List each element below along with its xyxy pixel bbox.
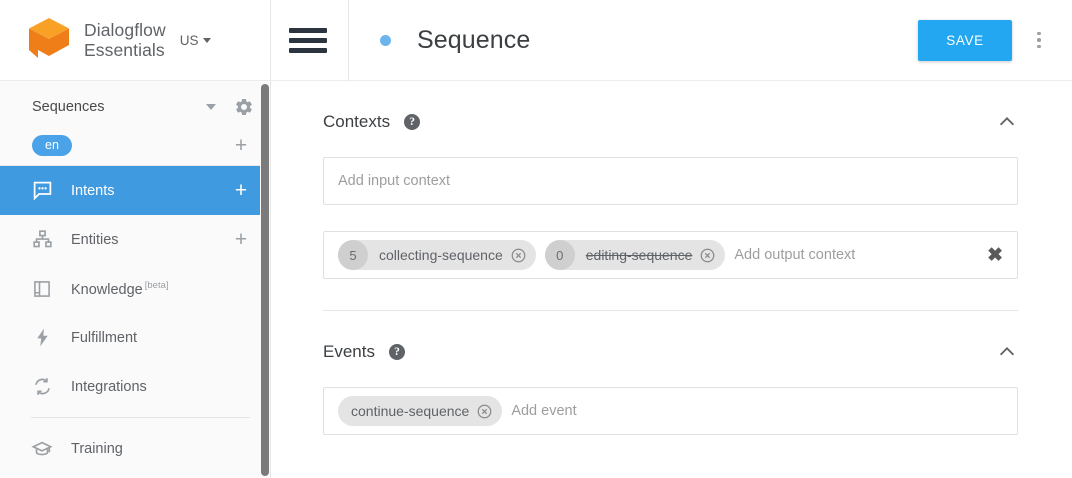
agent-selector[interactable]: Sequences [0,88,270,126]
chip-remove-icon[interactable] [700,248,715,263]
events-field[interactable]: continue-sequence Add event [323,387,1018,435]
training-cap-icon [31,438,53,460]
chip-lifespan-badge: 0 [544,240,575,270]
output-context-field[interactable]: 5 collecting-sequence 0 editing-sequence [323,231,1018,279]
section-title: Contexts [323,112,391,131]
chip-label: editing-sequence [585,247,693,263]
chip-label: collecting-sequence [379,247,503,263]
brand-line-2: Essentials [84,40,165,60]
knowledge-text: Knowledge [71,281,143,298]
sidebar-item-knowledge[interactable]: Knowledge[beta] [0,264,270,313]
save-button[interactable]: SAVE [918,19,1012,61]
sidebar-item-label: Entities [71,231,119,248]
hamburger-menu-icon[interactable] [289,27,329,53]
brand-name: Dialogflow Essentials [84,20,166,60]
knowledge-book-icon [31,278,53,300]
main-panel: Sequence SAVE Contexts ? Add input conte… [271,0,1072,478]
topbar: Sequence SAVE [271,0,1072,81]
sidebar-item-integrations[interactable]: Integrations [0,362,270,411]
content-area: Contexts ? Add input context 5 collectin… [271,81,1072,435]
chip-label: continue-sequence [351,403,470,419]
region-selector[interactable]: US [180,33,211,48]
region-label: US [179,32,199,48]
caret-down-icon[interactable] [206,104,216,110]
sidebar-item-training[interactable]: Training [0,424,270,473]
sidebar-divider [31,417,250,418]
events-header: Events ? [323,337,1018,367]
chip-remove-icon[interactable] [511,248,526,263]
sidebar-item-entities[interactable]: Entities + [0,215,270,264]
gear-icon[interactable] [234,97,254,117]
sidebar-item-label: Fulfillment [71,329,138,346]
sidebar-scrollbar-thumb[interactable] [261,84,269,476]
sidebar-item-label: Training [71,440,123,457]
output-context-chip[interactable]: 0 editing-sequence [544,240,726,270]
sidebar-item-fulfillment[interactable]: Fulfillment [0,313,270,362]
language-row: en + [0,126,270,166]
sidebar-item-label: Intents [71,182,115,199]
help-icon[interactable]: ? [404,114,421,130]
fulfillment-bolt-icon [31,327,53,349]
brand-line-1: Dialogflow [84,20,166,40]
help-icon[interactable]: ? [388,344,405,360]
clear-all-icon[interactable]: ✖ [987,244,1003,266]
section-divider [323,310,1018,311]
output-context-chip[interactable]: 5 collecting-sequence [338,240,536,270]
brand-header[interactable]: Dialogflow Essentials US [0,0,270,81]
sidebar-item-label: Integrations [71,378,147,395]
contexts-header: Contexts ? [323,107,1018,137]
input-context-placeholder: Add input context [338,173,451,189]
chip-remove-icon[interactable] [477,404,492,419]
dialogflow-cube-icon [29,18,69,58]
sidebar: Dialogflow Essentials US Sequences en + [0,0,271,478]
intents-chat-icon [31,180,53,202]
add-language-icon[interactable]: + [234,134,248,157]
event-chip[interactable]: continue-sequence [338,396,503,426]
sidebar-item-intents[interactable]: Intents + [0,166,270,215]
chevron-up-icon[interactable] [996,111,1018,133]
add-entity-icon[interactable]: + [234,228,248,251]
events-section: Events ? continue-sequence Add event [323,311,1018,435]
beta-badge: [beta] [144,279,169,291]
output-context-placeholder: Add output context [734,247,856,263]
entities-hierarchy-icon [31,229,53,251]
chevron-down-icon [202,37,211,43]
page-title: Sequence [417,25,531,54]
input-context-field[interactable]: Add input context [323,157,1018,205]
chip-lifespan-badge: 5 [338,240,368,270]
add-intent-icon[interactable]: + [234,179,248,202]
unsaved-status-dot [380,34,391,46]
integrations-sync-icon [31,376,53,398]
agent-name: Sequences [32,99,105,115]
chevron-up-icon[interactable] [996,341,1018,363]
topbar-divider [348,0,349,81]
kebab-more-icon[interactable] [1016,31,1062,49]
section-title: Events [323,342,375,361]
language-pill-en[interactable]: en [32,135,72,156]
contexts-section: Contexts ? Add input context 5 collectin… [323,81,1018,311]
events-placeholder: Add event [511,403,577,419]
sidebar-item-label: Knowledge[beta] [71,280,252,298]
